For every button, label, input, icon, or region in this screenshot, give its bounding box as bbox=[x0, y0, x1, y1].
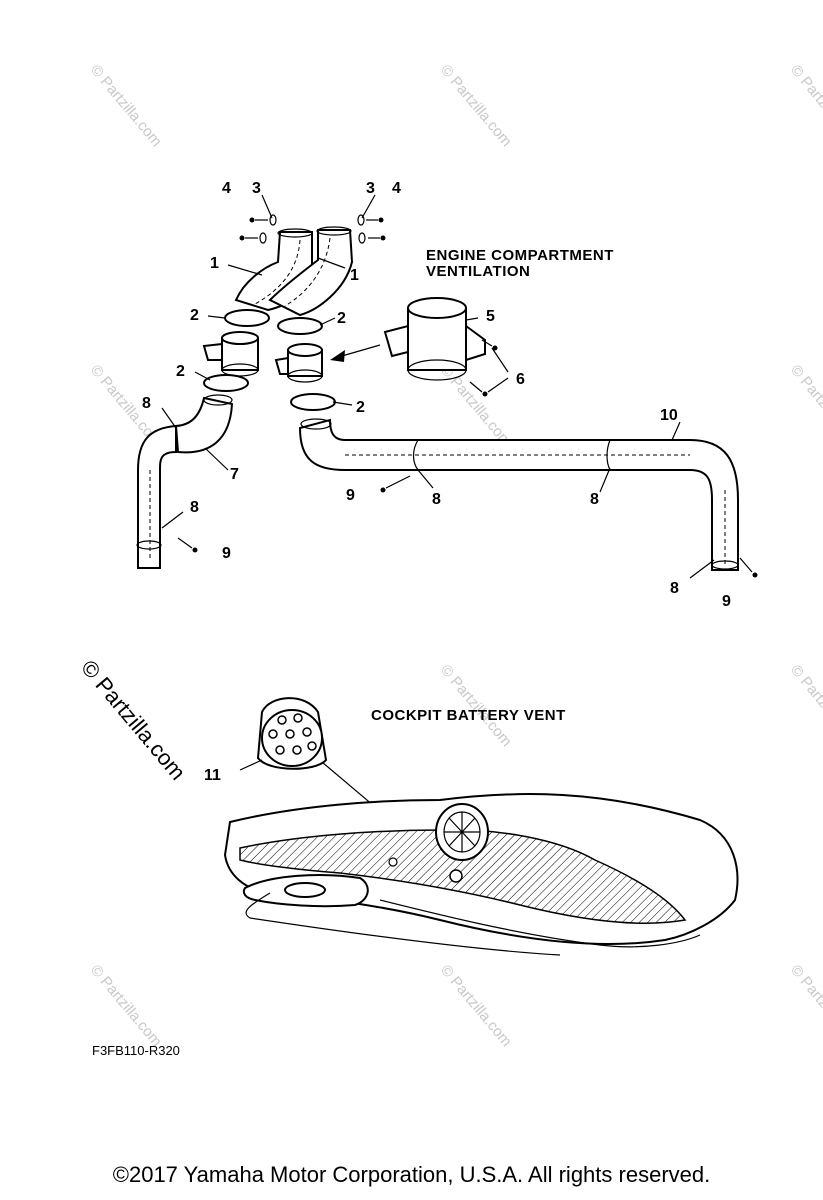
callout-8: 8 bbox=[190, 499, 199, 516]
arrow-head bbox=[330, 350, 345, 362]
callout-5: 5 bbox=[486, 308, 495, 325]
engine-ventilation-assembly: 4 3 3 4 1 1 2 2 2 2 5 6 8 7 8 9 9 8 8 10… bbox=[136, 180, 758, 610]
hose-left[interactable] bbox=[137, 424, 177, 569]
callout-1: 1 bbox=[210, 255, 219, 272]
callout-10: 10 bbox=[660, 407, 678, 424]
watermark: © Partzilla.com bbox=[437, 362, 515, 450]
callout-2: 2 bbox=[190, 307, 199, 324]
callout-8: 8 bbox=[590, 491, 599, 508]
drawing-code: F3FB110-R320 bbox=[92, 1043, 180, 1058]
watermark-main: © Partzilla.com bbox=[76, 655, 190, 785]
callout-2: 2 bbox=[176, 363, 185, 380]
callout-2: 2 bbox=[356, 399, 365, 416]
watermark: © Partzilla.com bbox=[437, 662, 515, 750]
callout-9: 9 bbox=[722, 593, 731, 610]
watermark: © Partzilla.com bbox=[787, 962, 823, 1050]
watermark: © Partzilla.com bbox=[787, 62, 823, 150]
battery-vent-assembly: COCKPIT BATTERY VENT 11 bbox=[92, 697, 739, 1058]
gasket[interactable] bbox=[290, 393, 336, 411]
section-title-battery: COCKPIT BATTERY VENT bbox=[371, 707, 566, 724]
watermark: © Partzilla.com bbox=[787, 662, 823, 750]
watermark: © Partzilla.com bbox=[87, 62, 165, 150]
duct-long[interactable] bbox=[298, 418, 739, 571]
callout-4: 4 bbox=[222, 180, 231, 197]
parts-diagram: © Partzilla.com © Partzilla.com © Partzi… bbox=[76, 62, 823, 1058]
gasket[interactable] bbox=[277, 317, 323, 335]
callout-7: 7 bbox=[230, 466, 239, 483]
blower-left[interactable] bbox=[202, 331, 259, 377]
section-title-engine: ENGINE COMPARTMENT bbox=[426, 247, 614, 264]
callout-8: 8 bbox=[432, 491, 441, 508]
leader-lines bbox=[161, 194, 715, 579]
watermark: © Partzilla.com bbox=[437, 62, 515, 150]
vent-cap[interactable] bbox=[256, 697, 328, 770]
fasteners-top-right bbox=[357, 214, 386, 244]
fasteners-top-left bbox=[239, 214, 277, 244]
callout-1: 1 bbox=[350, 267, 359, 284]
callout-6: 6 bbox=[516, 371, 525, 388]
callout-9: 9 bbox=[346, 487, 355, 504]
callout-9: 9 bbox=[222, 545, 231, 562]
callout-3: 3 bbox=[252, 180, 261, 197]
blower-middle[interactable] bbox=[274, 343, 323, 383]
callout-8: 8 bbox=[670, 580, 679, 597]
gasket[interactable] bbox=[203, 374, 249, 392]
callout-2: 2 bbox=[337, 310, 346, 327]
callout-4: 4 bbox=[392, 180, 401, 197]
callout-11: 11 bbox=[204, 767, 221, 784]
copyright-notice: ©2017 Yamaha Motor Corporation, U.S.A. A… bbox=[112, 1162, 711, 1187]
duct-elbow-7[interactable] bbox=[174, 396, 234, 454]
watermark: © Partzilla.com bbox=[87, 962, 165, 1050]
watermark: © Partzilla.com bbox=[787, 362, 823, 450]
callout-3: 3 bbox=[366, 180, 375, 197]
gasket[interactable] bbox=[224, 309, 270, 327]
vent-hole bbox=[449, 869, 463, 883]
callout-8: 8 bbox=[142, 395, 151, 412]
blower-large[interactable] bbox=[383, 297, 486, 381]
watermark: © Partzilla.com bbox=[437, 962, 515, 1050]
duct-elbow-right[interactable] bbox=[268, 229, 354, 317]
section-title-engine-line2: VENTILATION bbox=[426, 263, 530, 280]
hull-vent-grille bbox=[435, 803, 489, 861]
